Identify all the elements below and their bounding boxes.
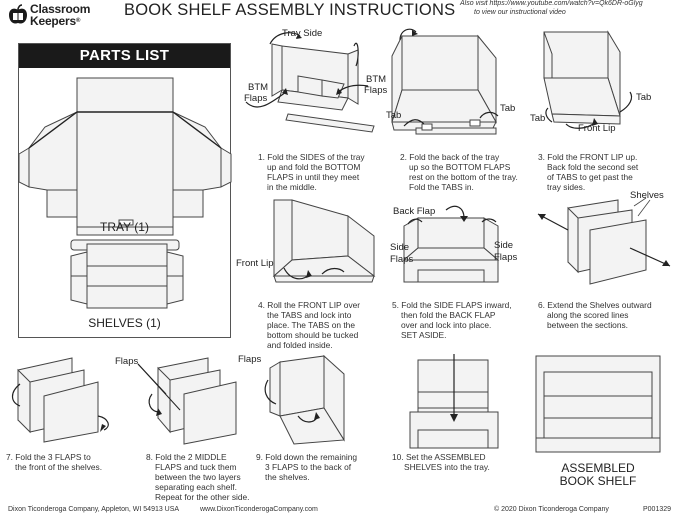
page-title: BOOK SHELF ASSEMBLY INSTRUCTIONS — [124, 1, 456, 19]
label-tab-b: Tab — [500, 103, 516, 114]
parts-list-box: PARTS LIST TRAY (1) — [18, 43, 231, 338]
step-1-diagram — [242, 26, 384, 144]
step-5-diagram — [398, 200, 510, 292]
step-5-text: 5. Fold the SIDE FLAPS inward,then fold … — [392, 300, 512, 340]
shelves-flat-diagram — [67, 242, 187, 312]
label-tab-d: Tab — [530, 113, 546, 124]
video-note-caption: to view our instructional video — [474, 8, 566, 16]
step-3-text: 3. Fold the FRONT LIP up.Back fold the s… — [538, 152, 639, 192]
tray-flat-diagram — [25, 72, 225, 257]
label-tab-a: Tab — [386, 110, 402, 121]
step-6-diagram — [538, 190, 678, 294]
label-front-lip: Front Lip — [578, 123, 616, 134]
brand-logo: Classroom Keepers® — [8, 2, 118, 28]
brand-line-1: Classroom — [30, 2, 91, 16]
footer-copyright: © 2020 Dixon Ticonderoga Company — [494, 506, 609, 513]
step-2-diagram — [386, 30, 526, 142]
brand-line-2: Keepers® — [30, 14, 81, 28]
parts-shelves-label: SHELVES (1) — [88, 316, 161, 330]
label-tab-c: Tab — [636, 92, 652, 103]
apple-book-logo-icon — [9, 4, 27, 24]
step-10-diagram — [404, 352, 508, 452]
step-8-diagram — [146, 354, 252, 448]
label-back-flap: Back Flap — [393, 206, 436, 217]
step-7-diagram — [8, 356, 120, 444]
label-flaps-a: Flaps — [115, 356, 139, 367]
video-note: Also visit https://www.youtube.com/watch… — [460, 0, 643, 17]
assembled-shelf-diagram — [528, 352, 668, 456]
parts-tray-label: TRAY (1) — [100, 220, 149, 234]
parts-list-heading: PARTS LIST — [19, 44, 230, 68]
footer-website[interactable]: www.DixonTiconderogaCompany.com — [200, 506, 318, 513]
label-flaps-b: Flaps — [238, 354, 262, 365]
step-9-diagram — [264, 354, 366, 448]
video-note-url[interactable]: Also visit https://www.youtube.com/watch… — [460, 0, 643, 7]
step-4-diagram — [262, 196, 387, 296]
label-front-lip-2: Front Lip — [236, 258, 274, 269]
footer-address: Dixon Ticonderoga Company, Appleton, WI … — [8, 506, 180, 513]
step-3-diagram — [530, 26, 672, 142]
label-tray-side: Tray Side — [282, 28, 323, 39]
label-shelves: Shelves — [630, 190, 664, 201]
footer-code: P001329 — [643, 506, 672, 513]
